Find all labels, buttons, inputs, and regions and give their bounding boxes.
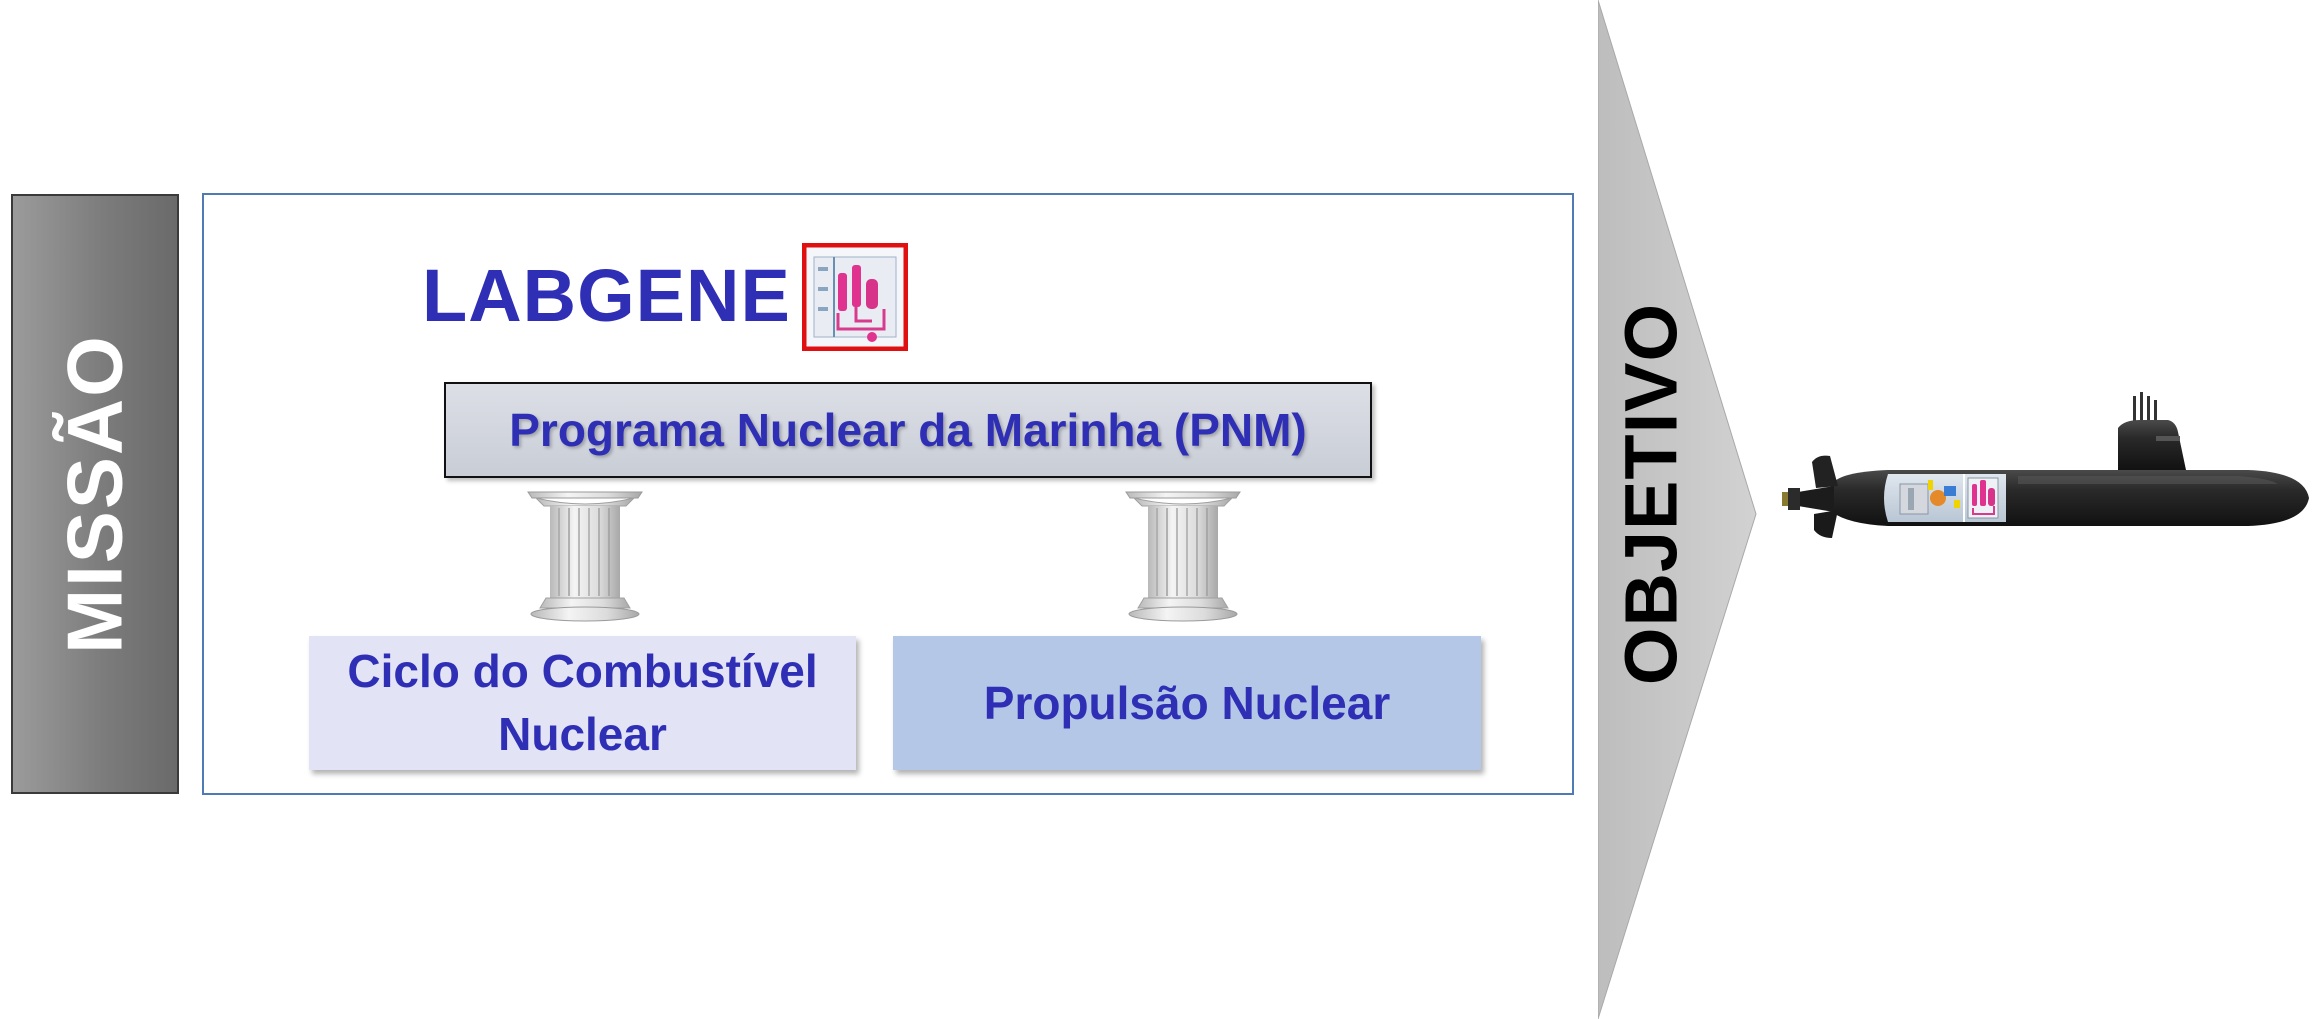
mission-bar: MISSÃO — [11, 194, 179, 794]
objective-arrow — [1598, 0, 1757, 1019]
mission-label: MISSÃO — [50, 334, 139, 654]
main-frame: LABGENE Programa Nuclear da Marinha (PNM… — [202, 193, 1574, 795]
greek-column-icon — [1125, 491, 1241, 622]
labgene-title: LABGENE — [422, 254, 791, 337]
greek-column-icon — [527, 491, 643, 622]
program-label: Programa Nuclear da Marinha (PNM) — [509, 404, 1307, 456]
fuel-cycle-label: Ciclo do Combustível Nuclear — [347, 645, 818, 760]
propulsion-label: Propulsão Nuclear — [983, 677, 1391, 729]
program-box: Programa Nuclear da Marinha (PNM) — [444, 382, 1372, 478]
fuel-cycle-box: Ciclo do Combustível Nuclear — [309, 636, 856, 770]
objective-label: OBJETIVO — [1609, 302, 1693, 686]
reactor-schematic-icon — [802, 243, 908, 351]
nuclear-submarine-cutaway-icon — [1782, 392, 2309, 538]
propulsion-box: Propulsão Nuclear — [893, 636, 1481, 770]
